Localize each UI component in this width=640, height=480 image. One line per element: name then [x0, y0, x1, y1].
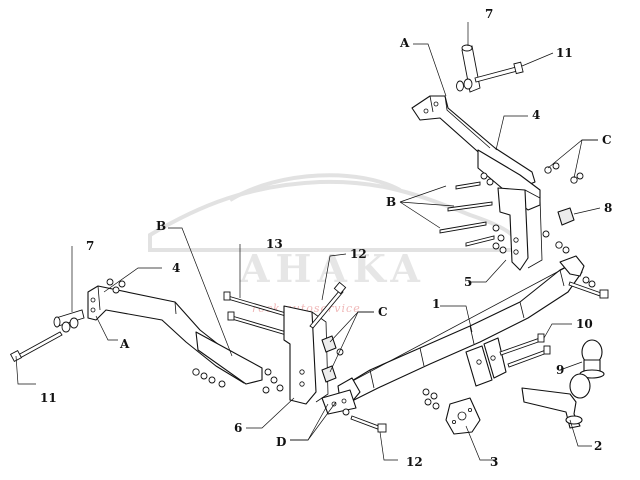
watermark-car-outline [148, 179, 523, 252]
nut-group-left-misc [106, 278, 284, 394]
right-side-arm [411, 95, 536, 187]
nut-group-c-top [542, 162, 584, 254]
label-a-left: A [119, 337, 130, 351]
label-8: 8 [604, 201, 612, 215]
label-3: 3 [490, 455, 498, 469]
tow-ball-9 [579, 339, 605, 379]
bolt-12-lower [342, 408, 387, 433]
bolt-group-b-top [439, 172, 507, 254]
nut-group-beam [422, 388, 440, 410]
left-side-arm-plate [195, 331, 263, 385]
bolt-11-top [456, 61, 524, 92]
main-cross-beam [321, 255, 609, 415]
ball-mount-bracket [465, 345, 493, 387]
cross-beam-end-right [559, 255, 585, 277]
label-1: 1 [432, 297, 440, 311]
label-7-top: 7 [485, 7, 493, 21]
left-side-bracket-assembly [9, 278, 347, 405]
label-d: D [276, 435, 286, 449]
label-2: 2 [594, 439, 602, 453]
right-vertical-bracket [497, 187, 529, 271]
leader-lines [15, 22, 601, 461]
watermark: AHAKA rock autoservice [148, 173, 523, 315]
label-6: 6 [234, 421, 242, 435]
callout-labels: 7 11 A 4 C 8 B 5 7 4 A 11 B 13 12 C 6 D … [40, 7, 612, 469]
bolt-12-upper [309, 281, 347, 329]
label-4-top: 4 [532, 108, 540, 122]
label-4-left: 4 [172, 261, 180, 275]
bolt-11-left [9, 317, 79, 363]
label-9: 9 [556, 363, 564, 377]
label-13: 13 [266, 237, 283, 251]
label-12-lower: 12 [406, 455, 423, 469]
ball-mount-2 [521, 373, 591, 429]
label-b-top: B [386, 195, 396, 209]
nut-group-c-left [321, 335, 344, 383]
bolt-10-group [499, 333, 551, 368]
label-10: 10 [576, 317, 593, 331]
right-side-bracket-assembly [411, 44, 584, 271]
watermark-brand: AHAKA [239, 246, 426, 291]
label-b-left: B [156, 219, 166, 233]
label-a-top: A [399, 36, 410, 50]
bolt-group-d [321, 389, 357, 415]
label-11-left: 11 [40, 391, 57, 405]
socket-plate-3 [445, 397, 481, 435]
label-11-top: 11 [556, 46, 573, 60]
part-8-cage-nut [557, 207, 575, 226]
label-12-upper: 12 [350, 247, 367, 261]
spacer-pin-7-left [53, 309, 85, 328]
label-c-top: C [602, 133, 612, 147]
label-c-left: C [378, 305, 388, 319]
left-vertical-bracket [283, 305, 317, 405]
label-7-left: 7 [86, 239, 94, 253]
bolt-group-right-end [568, 276, 609, 299]
label-5: 5 [464, 275, 472, 289]
